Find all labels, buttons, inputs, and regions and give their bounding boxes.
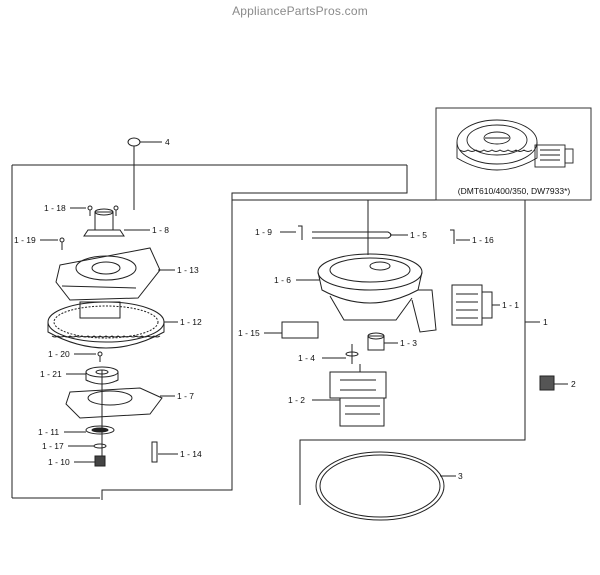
part-1-21-impeller: [66, 366, 119, 385]
callout-3: 3: [458, 471, 463, 481]
part-1-11-seal: [64, 425, 115, 435]
callout-1-15: 1 - 15: [238, 328, 260, 338]
callout-1-2: 1 - 2: [288, 395, 305, 405]
callout-1-17: 1 - 17: [42, 441, 64, 451]
callout-1: 1: [543, 317, 548, 327]
part-1-18-screws: [70, 205, 119, 216]
part-1-13-upper-housing: [55, 247, 175, 301]
part-1-4-pin: [322, 344, 359, 364]
part-1-3-sensor: [367, 332, 398, 351]
part-1-7-lower-housing: [65, 387, 175, 419]
part-1-5-heater: [312, 231, 408, 239]
part-1-12-gear-base: [47, 301, 178, 349]
callout-1-11: 1 - 11: [38, 427, 59, 437]
part-2-cap: [539, 375, 568, 391]
part-1-2-drain-motor: [312, 364, 387, 427]
part-1-16-clip: [450, 229, 470, 244]
callout-1-13: 1 - 13: [177, 265, 199, 275]
callout-1-14: 1 - 14: [180, 449, 202, 459]
callout-1-7: 1 - 7: [177, 391, 194, 401]
callout-1-9: 1 - 9: [255, 227, 272, 237]
callout-1-16: 1 - 16: [472, 235, 494, 245]
part-1-17-washer: [68, 443, 107, 449]
callout-1-12: 1 - 12: [180, 317, 202, 327]
callout-1-5: 1 - 5: [410, 230, 427, 240]
callout-1-18: 1 - 18: [44, 203, 66, 213]
callout-1-3: 1 - 3: [400, 338, 417, 348]
part-1-15-strip: [264, 321, 319, 339]
callout-1-8: 1 - 8: [152, 225, 169, 235]
callout-2: 2: [571, 379, 576, 389]
callout-1-20: 1 - 20: [48, 349, 70, 359]
callout-1-21: 1 - 21: [40, 369, 62, 379]
part-1-19-screw: [40, 237, 65, 250]
part-4-oring: [127, 137, 162, 210]
watermark-text: AppliancePartsPros.com: [232, 4, 368, 18]
right-assembly-frame: [232, 199, 526, 505]
callout-1-10: 1 - 10: [48, 457, 70, 467]
part-1-6-sump: [296, 253, 437, 333]
part-1-14-pin: [151, 441, 178, 463]
callout-1-1: 1 - 1: [502, 300, 519, 310]
inset-pump-drawing: [456, 119, 574, 171]
inset-caption: (DMT610/400/350, DW7933*): [457, 186, 571, 196]
part-3-gasket: [315, 451, 456, 521]
callout-1-19: 1 - 19: [14, 235, 36, 245]
inset-box: [435, 107, 592, 201]
part-1-1-motor: [451, 284, 500, 326]
part-1-8-filter: [83, 208, 150, 237]
part-1-10-nut: [74, 455, 106, 467]
part-1-9-clip: [280, 225, 303, 240]
callout-1-6: 1 - 6: [274, 275, 291, 285]
left-assembly-frame: [11, 164, 408, 500]
callout-1-4: 1 - 4: [298, 353, 315, 363]
callout-labels: 4 1 - 18 1 - 8 1 - 19 1 - 13 1 - 12 1 - …: [14, 137, 576, 481]
callout-4: 4: [165, 137, 170, 147]
part-1-20-screw: [74, 351, 103, 362]
